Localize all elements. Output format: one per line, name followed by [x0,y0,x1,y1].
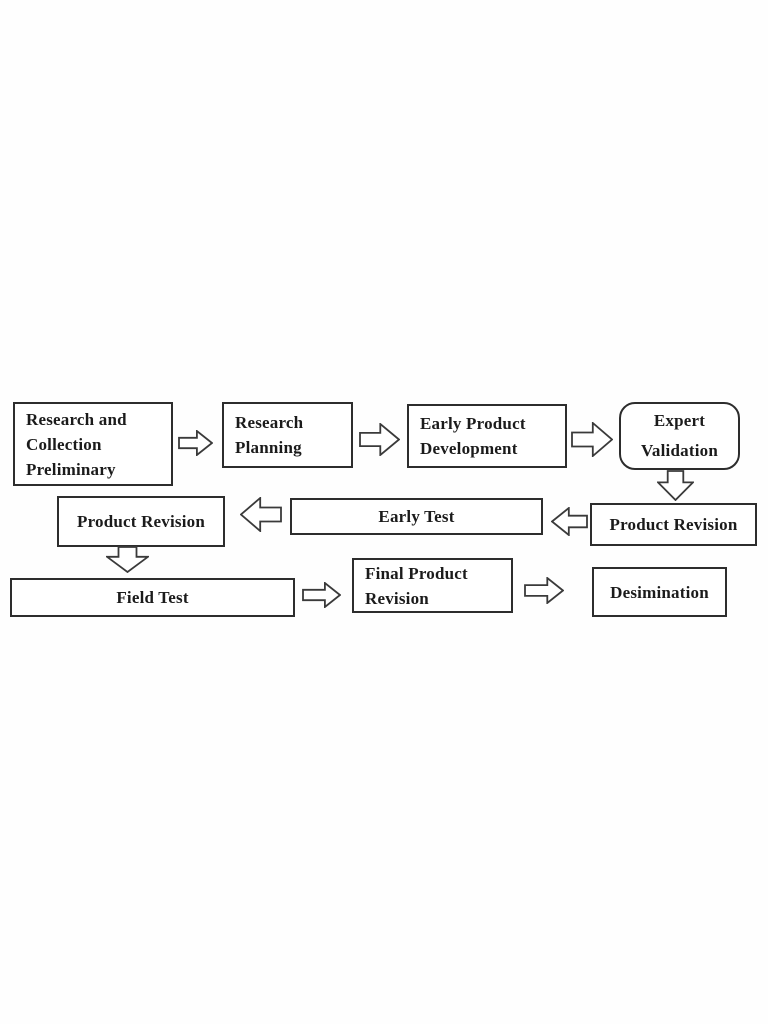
flow-arrow-n5-n8-icon [106,546,149,573]
flow-arrow-n9-n10-icon [524,577,564,604]
node-product-revision-left: Product Revision [57,496,225,547]
flow-arrow-n2-n3-icon [359,423,400,456]
node-field-test: Field Test [10,578,295,617]
node-label: Field Test [116,588,189,607]
node-label-line: Preliminary [26,459,116,479]
flow-arrow-n6-n5-icon [240,497,282,532]
node-label: Product Revision [609,515,738,534]
node-label: Desimination [610,582,709,602]
node-final-product-revision: Final Product Revision [352,558,513,613]
node-label-line: Early Product [420,414,526,433]
node-label-line: Final Product [365,563,468,583]
node-label-line: Validation [641,441,718,460]
node-research-planning: Research Planning [222,402,353,468]
node-label-line: Development [420,439,518,458]
node-label-line: Research [235,413,304,432]
node-early-test: Early Test [290,498,543,535]
node-desimination: Desimination [592,567,727,617]
flow-arrow-n7-n6-icon [551,507,588,536]
node-expert-validation: Expert Validation [619,402,740,470]
node-product-revision-right: Product Revision [590,503,757,546]
flow-arrow-n8-n9-icon [302,582,341,608]
node-research-and-collection-preliminary: Research and Collection Preliminary [13,402,173,486]
flow-arrow-n1-n2-icon [178,430,213,456]
node-label-line: Research and [26,409,127,429]
flow-arrow-n4-n7-icon [657,470,694,501]
node-early-product-development: Early Product Development [407,404,567,468]
flow-arrow-n3-n4-icon [571,422,613,457]
node-label-line: Revision [365,588,429,608]
node-label-line: Collection [26,434,102,454]
node-label-line: Planning [235,438,302,457]
node-label: Early Test [378,507,455,526]
node-label: Product Revision [76,512,206,531]
node-label-line: Expert [653,411,706,430]
